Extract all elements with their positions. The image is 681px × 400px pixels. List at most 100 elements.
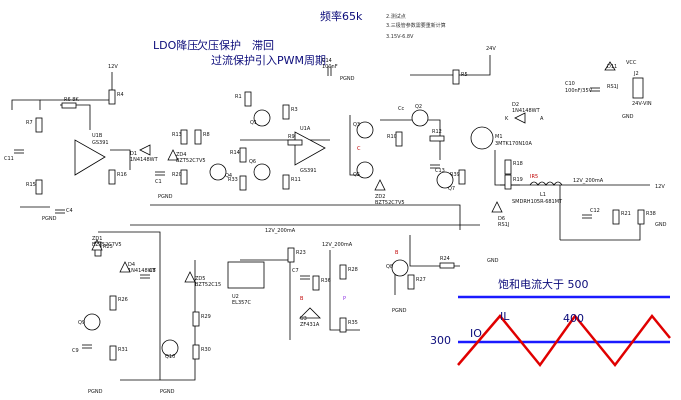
r12-resistor [429,135,445,142]
c9-capacitor [82,344,92,349]
r38-label: R38 [646,211,656,217]
q2-label: Q2 [415,104,422,110]
u2-optocoupler [227,261,265,289]
d11-label: D11 [607,64,617,70]
d1-part: 1N4148WT [130,157,159,163]
d6-diode [491,201,503,213]
zd2-part: BZT52C7V5 [375,200,405,206]
c12-label: C12 [590,208,600,214]
r16-label: R16 [117,172,127,178]
zd1-part: BZT52C7V5 [92,242,122,248]
r13-resistor [180,129,188,145]
r21-label: R21 [621,211,631,217]
notes-line-2: 3.三极管参数需要重新计算 [386,22,446,29]
q7-transistor [436,171,454,189]
u1b-part: GS391 [92,140,109,146]
c8-capacitor [140,274,150,279]
r28-resistor [339,264,347,280]
inductor-current-waveform[interactable] [457,313,671,368]
r4-label: R4 [117,92,124,98]
r31-label: R31 [118,347,128,353]
zd4-label: ZD4 [176,152,186,158]
r33-resistor [239,175,247,191]
q4-label: Q4 [225,173,232,179]
u3-part: ZF431A [300,322,320,328]
r27-resistor [407,274,415,290]
left-wire-1 [60,104,91,130]
node-b-marker-2: B [395,250,399,256]
c4-label: C4 [66,208,73,214]
u1a-label: U1A [300,126,311,132]
d4-part: 1N4148WT [128,268,157,274]
rail-vcc: VCC [626,60,637,66]
middle-wire-3 [380,119,441,160]
r10-resistor [395,131,403,147]
c10-part: 100nF/35V [565,88,593,94]
node-a-marker: A [540,116,544,122]
d6-label: D6 [498,216,505,222]
r35-label: R35 [348,320,358,326]
r15-label: R15 [26,182,36,188]
r20-resistor [180,169,188,185]
u2-label: U2 [232,294,239,300]
rail-gnd-right: GND [655,222,667,228]
r7-resistor [35,117,43,133]
c10-label: C10 [565,81,575,87]
r39-resistor [458,169,466,185]
l1-label: L1 [540,192,546,198]
q2-transistor [411,109,429,127]
c14-label: C14 [322,58,332,64]
c7-label: C7 [292,268,299,274]
r39-label: R39 [450,172,460,178]
r28-label: R28 [348,267,358,273]
frequency-heading: 频率65k [320,9,363,23]
u1b-label: U1B [92,133,103,139]
d11-diode [604,61,616,71]
q3-label: Q3 [353,122,360,128]
zd4-part: BZT52C7V5 [176,158,206,164]
r3-resistor [282,104,290,120]
q4-transistor [209,163,227,181]
r6-resistor [61,102,77,109]
middle-wire-2 [349,115,360,176]
node-p-marker: P [343,296,346,302]
r27-label: R27 [416,277,426,283]
r4-resistor [108,89,116,105]
c7-capacitor [300,275,310,280]
u3-shunt-reference [299,307,321,319]
r30-resistor [192,344,200,360]
zd2-zener [374,179,386,191]
bottom-left-wire [98,231,161,380]
r8-label: R8 [203,132,210,138]
q7-label: Q7 [448,186,455,192]
notes-line-1: 2.测试点 [386,13,406,20]
r23-resistor [287,247,295,263]
q3-transistor [356,121,374,139]
r10-label: R10 [387,134,397,140]
r11-label: R11 [291,177,301,183]
zd1-zener [91,239,103,251]
r14-label: R14 [230,150,240,156]
q5-label: Q5 [353,172,360,178]
r11-resistor [282,174,290,190]
r1-label: R1 [235,94,242,100]
rail-12v-right: 12V [655,184,665,190]
r24-label: R24 [440,256,450,262]
q1-label: Q1 [250,120,257,126]
r21-resistor [612,209,620,225]
rail-gnd-1: GND [487,258,499,264]
r14-resistor [239,147,247,163]
r29-resistor [192,311,200,327]
rail-12v-200ma-out: 12V_200mA [573,178,604,184]
j2-connector [632,77,644,99]
waveform-400-label: 400 [563,312,584,325]
m1-mosfet [470,126,494,150]
right-ground-wire [560,220,641,241]
q9-transistor [83,313,101,331]
u3-label: U3 [300,316,307,322]
rail-24v-top: 24V [486,46,496,52]
r5-resistor [452,69,460,85]
rail-12v-200ma-b: 12V_200mA [322,242,353,248]
rail-12v-left: 12V [108,64,118,70]
bottom-mid-wire [120,260,196,381]
